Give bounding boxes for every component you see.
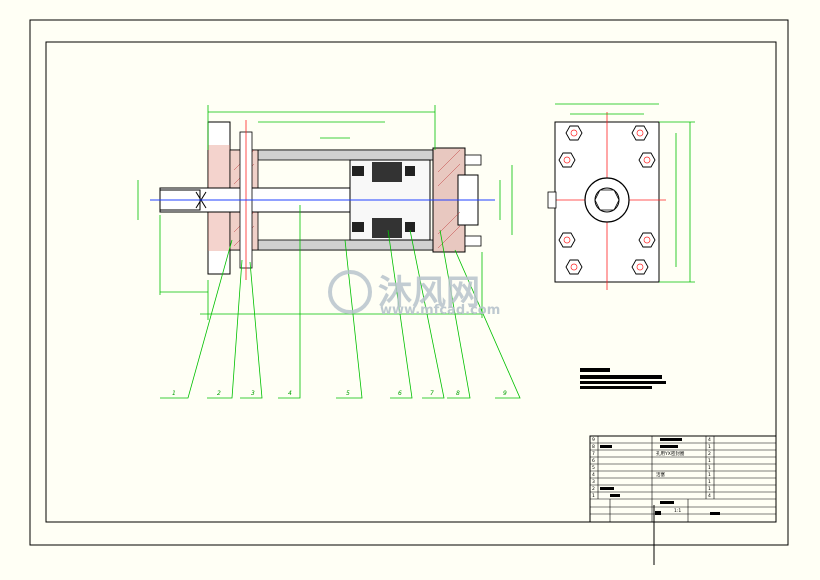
tb-row-qty: 4 [708,493,711,499]
tech-notes [580,368,666,389]
tb-row-no: 3 [592,479,595,485]
part-label: 4 [288,390,292,397]
watermark: 沐风网 www.mfcad.com [328,270,500,318]
part-label: 2 [217,390,221,397]
tb-row-no: 8 [592,444,595,450]
tb-scale: 1:1 [674,508,681,514]
part-label: 7 [430,390,434,397]
leader-lines [160,205,521,399]
tb-row-qty: 1 [708,444,711,450]
tb-row-no: 6 [592,458,595,464]
outer-frame [29,19,789,546]
part-label-group: 1 2 3 4 5 6 7 8 9 [172,390,507,397]
tb-row-name: 孔用YX密封圈 [656,450,685,457]
tb-row-no: 7 [592,451,595,457]
tb-row-qty: 1 [708,486,711,492]
dimension-lines [137,105,513,320]
tb-row-qty: 4 [708,437,711,443]
tb-row-no: 2 [592,486,595,492]
side-view [547,103,695,290]
part-label: 8 [456,390,460,397]
front-section-view [150,120,495,280]
watermark-brand: 沐风网 [378,273,480,313]
part-label: 6 [398,390,402,397]
part-label: 5 [346,390,350,397]
tb-row-qty: 1 [708,472,711,478]
tb-row-no: 1 [592,493,595,499]
tb-row-no: 5 [592,465,595,471]
tb-row-qty: 1 [708,458,711,464]
tb-row-name: 活塞 [656,471,665,478]
part-label: 3 [251,390,255,397]
watermark-url: www.mfcad.com [380,303,500,318]
tb-row-qty: 1 [708,479,711,485]
tb-row-no: 4 [592,472,595,478]
inner-frame [45,41,777,523]
tb-row-qty: 2 [708,451,711,457]
part-label: 1 [172,390,176,397]
part-label: 9 [503,390,507,397]
tb-row-no: 9 [592,437,595,443]
tb-row-qty: 1 [708,465,711,471]
